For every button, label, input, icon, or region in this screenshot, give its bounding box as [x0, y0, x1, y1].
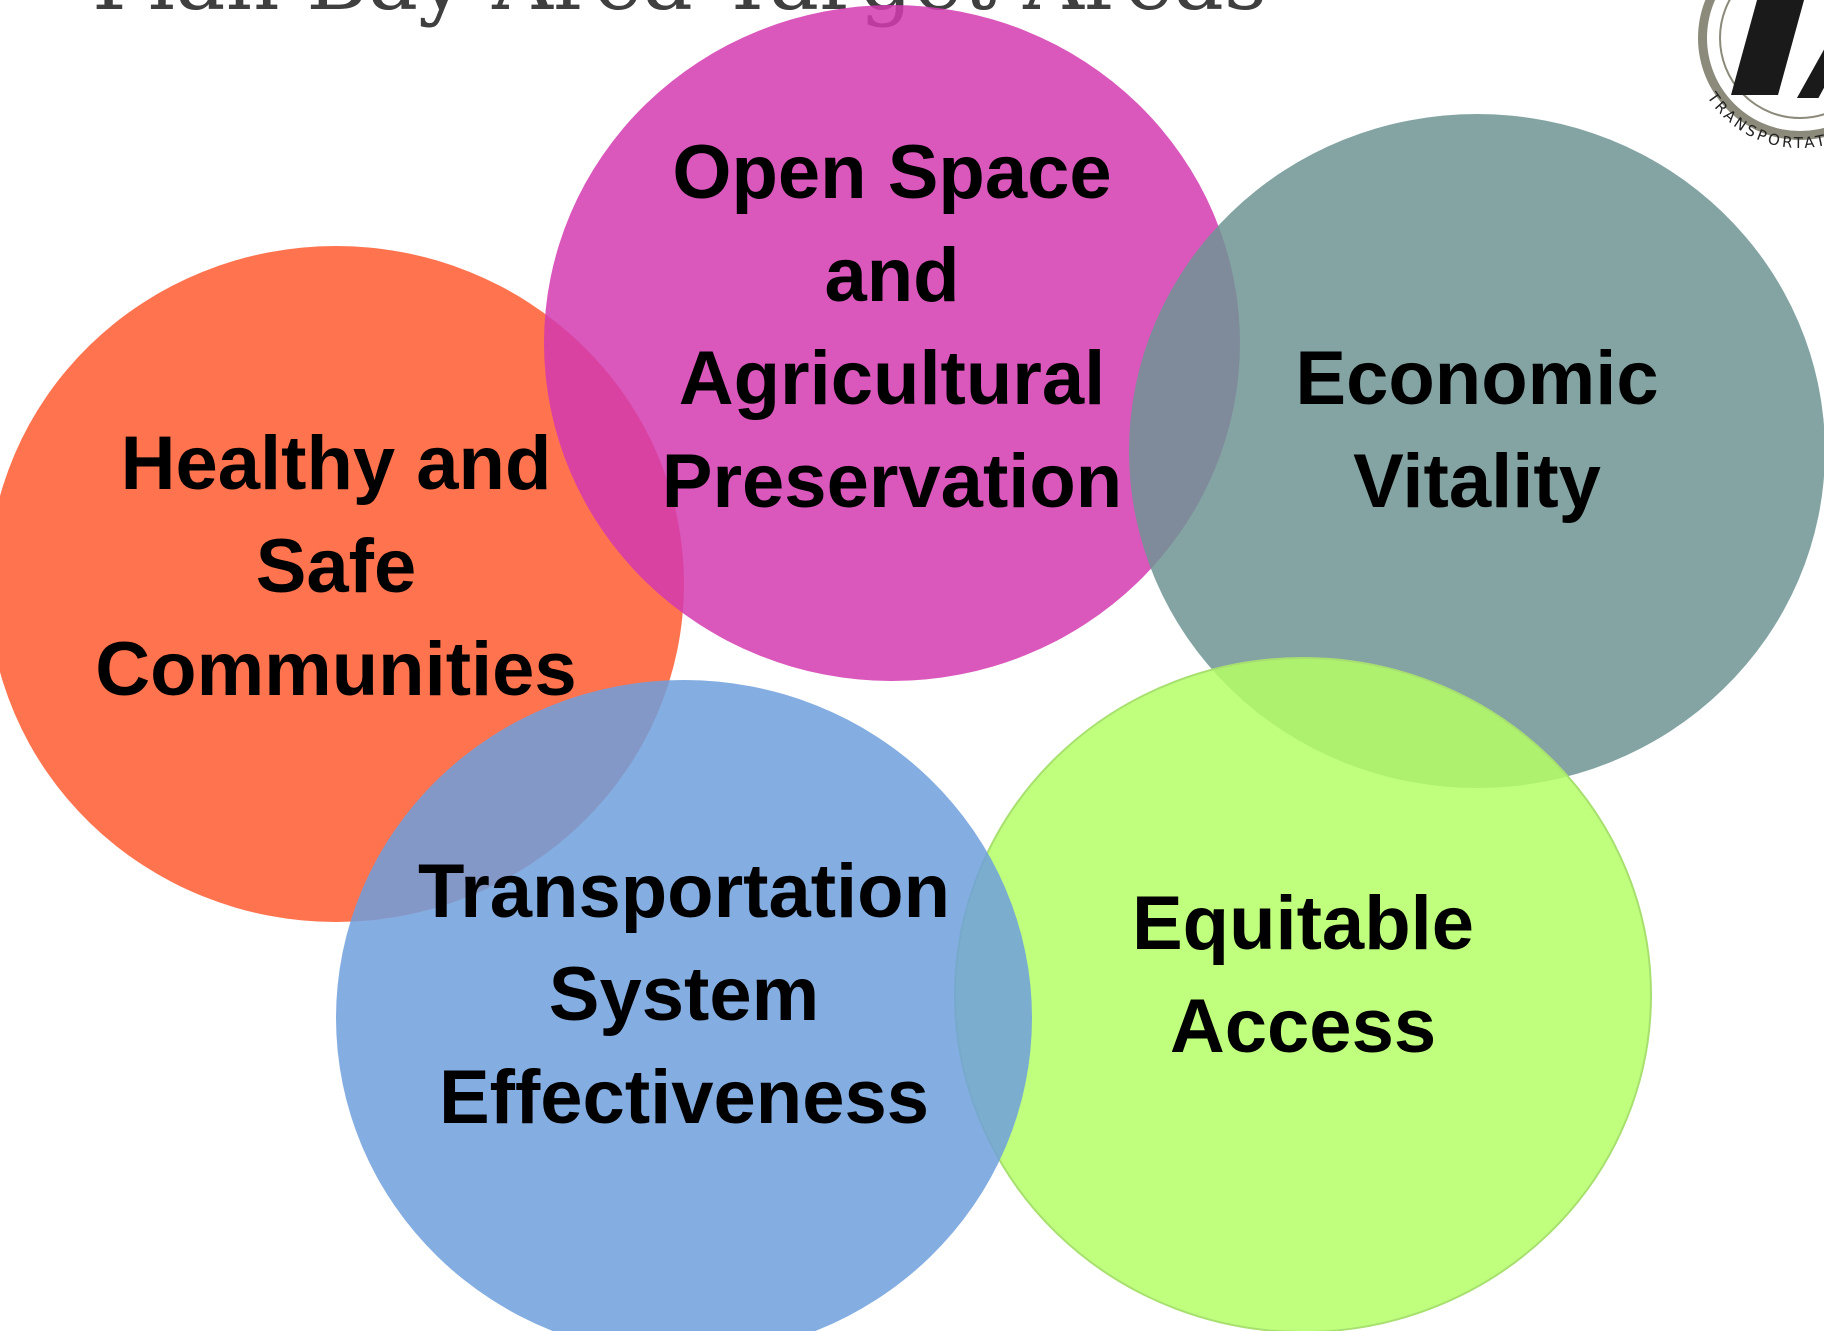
label-line: Vitality — [1353, 439, 1601, 524]
label-line: Agricultural — [679, 336, 1106, 421]
label-line: Economic — [1295, 336, 1658, 421]
circle-open-space — [544, 5, 1240, 681]
logo-mark-letter: A — [1796, 0, 1824, 130]
label-line: System — [549, 952, 819, 1037]
label-line: Transportation — [418, 849, 950, 934]
logo-mark-icon — [1731, 0, 1805, 95]
label-line: and — [824, 233, 959, 318]
label-line: Safe — [256, 524, 417, 609]
label-line: Equitable — [1132, 881, 1474, 966]
label-line: Effectiveness — [439, 1055, 929, 1140]
label-line: Communities — [95, 627, 576, 712]
label-line: Healthy and — [121, 421, 552, 506]
logo-inner-ring — [1719, 0, 1824, 119]
label-line: Open Space — [672, 130, 1111, 215]
circle-economic-vitality — [1129, 114, 1824, 788]
label-line: Access — [1170, 984, 1436, 1069]
label-line: Preservation — [662, 439, 1122, 524]
circle-transportation-effectiveness — [336, 680, 1032, 1331]
